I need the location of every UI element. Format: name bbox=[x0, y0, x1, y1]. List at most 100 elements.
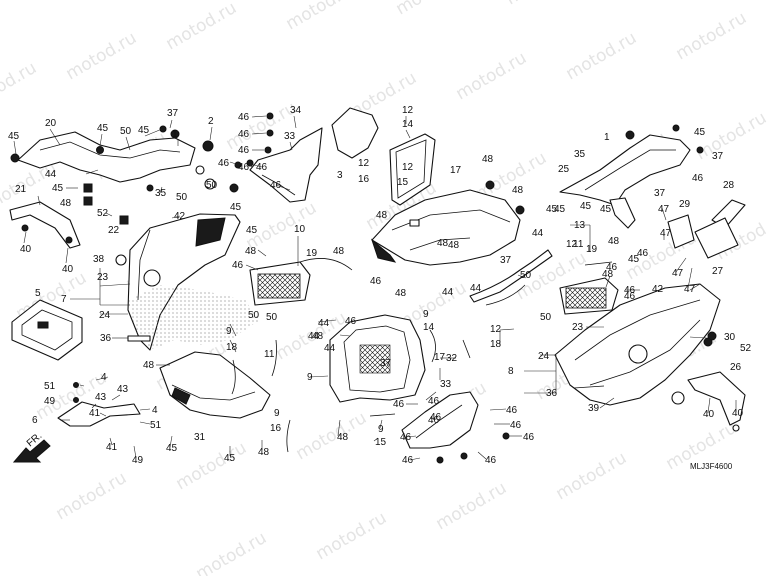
callout-12e: 12 bbox=[566, 239, 578, 250]
part-6-bracket bbox=[57, 401, 141, 427]
callout-18b: 18 bbox=[490, 339, 502, 350]
leader-line bbox=[159, 186, 163, 194]
leader-line bbox=[99, 412, 107, 417]
watermark-text: motod.ru bbox=[173, 438, 251, 494]
part-8-emblem bbox=[628, 344, 648, 364]
callout-28: 28 bbox=[723, 180, 735, 191]
callout-48j: 48 bbox=[448, 240, 460, 251]
hose-line bbox=[299, 258, 353, 271]
bolt-icon bbox=[625, 130, 635, 140]
callout-48f: 48 bbox=[258, 447, 270, 458]
callout-37e: 37 bbox=[654, 188, 666, 199]
clip-icon bbox=[83, 196, 93, 206]
hose-line bbox=[286, 419, 291, 453]
callout-45h: 45 bbox=[224, 453, 236, 464]
callout-4a: 4 bbox=[101, 372, 107, 383]
callout-21: 21 bbox=[15, 184, 27, 195]
plate-mark bbox=[37, 321, 49, 329]
leader-lines bbox=[13, 115, 737, 461]
leader-line bbox=[257, 249, 267, 257]
callout-50e: 50 bbox=[266, 312, 278, 323]
watermark-text: motod.ru bbox=[673, 8, 751, 64]
leader-line bbox=[675, 257, 687, 273]
leader-line bbox=[139, 421, 151, 425]
callout-51b: 51 bbox=[150, 420, 162, 431]
leader-line bbox=[689, 336, 707, 339]
callout-46x: 46 bbox=[606, 262, 618, 273]
bolt-icon bbox=[264, 146, 272, 154]
watermark-text: motod.ru bbox=[63, 28, 141, 84]
callout-45n: 45 bbox=[628, 254, 640, 265]
part-center-detail bbox=[409, 237, 471, 251]
callout-52b: 52 bbox=[740, 343, 752, 354]
callout-36b: 36 bbox=[546, 388, 558, 399]
watermark-text: motod.ru bbox=[193, 528, 271, 576]
leader-line bbox=[517, 274, 527, 279]
callout-46k: 46 bbox=[370, 276, 382, 287]
leader-line bbox=[275, 184, 291, 191]
leader-line bbox=[409, 457, 421, 461]
callout-48m: 48 bbox=[437, 238, 449, 249]
bolt-icon bbox=[159, 125, 167, 133]
part-8-detail bbox=[574, 299, 701, 361]
callout-24a: 24 bbox=[99, 310, 111, 321]
callout-47d: 47 bbox=[684, 284, 696, 295]
leader-line bbox=[405, 435, 417, 438]
leader-line bbox=[309, 375, 329, 378]
part-32-detail bbox=[415, 404, 463, 439]
leader-line bbox=[125, 136, 131, 151]
callout-50g: 50 bbox=[540, 312, 552, 323]
callout-41b: 41 bbox=[106, 442, 118, 453]
part-21-bracket bbox=[9, 201, 81, 249]
callout-12a: 12 bbox=[402, 105, 414, 116]
grommet-icon bbox=[73, 382, 79, 388]
front-arrow-icon bbox=[12, 439, 51, 463]
callout-46t: 46 bbox=[428, 415, 440, 426]
part-31-detail bbox=[171, 384, 256, 401]
callout-45g: 45 bbox=[166, 443, 178, 454]
watermark-text: motod.ru bbox=[283, 0, 361, 34]
leader-line bbox=[85, 169, 99, 175]
callout-48l: 48 bbox=[376, 210, 388, 221]
bolt-icon bbox=[515, 205, 525, 215]
callout-46i: 46 bbox=[345, 316, 357, 327]
leader-line bbox=[79, 384, 85, 387]
watermark-text: motod.ru bbox=[313, 508, 391, 564]
callout-50f: 50 bbox=[520, 270, 532, 281]
leader-line bbox=[489, 408, 507, 411]
callout-37c: 37 bbox=[500, 255, 512, 266]
callout-10: 10 bbox=[294, 224, 306, 235]
leader-line bbox=[49, 128, 61, 146]
watermark-text: motod.ru bbox=[393, 0, 471, 19]
callout-46y: 46 bbox=[637, 248, 649, 259]
leader-line bbox=[65, 247, 69, 264]
leader-line bbox=[109, 437, 113, 446]
parts-drawing bbox=[9, 107, 746, 464]
callout-46q: 46 bbox=[506, 405, 518, 416]
hose-line bbox=[485, 284, 526, 306]
callout-24b: 24 bbox=[538, 351, 550, 362]
callout-35b: 35 bbox=[574, 149, 586, 160]
diagram-code: MLJ3F4600 bbox=[690, 462, 733, 471]
grommet-icon bbox=[10, 153, 20, 163]
callout-52a: 52 bbox=[97, 208, 109, 219]
callout-50d: 50 bbox=[248, 310, 260, 321]
bolt-icon bbox=[460, 452, 468, 460]
callout-45d: 45 bbox=[52, 183, 64, 194]
part-7-detail bbox=[137, 229, 151, 301]
part-12-inner bbox=[395, 139, 427, 199]
leader-line bbox=[144, 128, 163, 137]
callout-46w: 46 bbox=[624, 285, 636, 296]
callout-46v: 46 bbox=[692, 173, 704, 184]
callout-48e: 48 bbox=[143, 360, 155, 371]
callout-45b: 45 bbox=[97, 123, 109, 134]
callout-15b: 15 bbox=[375, 437, 387, 448]
watermark-text: motod.ru bbox=[0, 58, 40, 114]
callout-46h: 46 bbox=[232, 260, 244, 271]
hose-line bbox=[429, 329, 436, 363]
callout-46u: 46 bbox=[624, 291, 636, 302]
part-29-plate bbox=[667, 214, 695, 249]
bolt-icon bbox=[485, 180, 495, 190]
grommet-icon bbox=[96, 146, 104, 154]
bolt-icon bbox=[696, 146, 704, 154]
